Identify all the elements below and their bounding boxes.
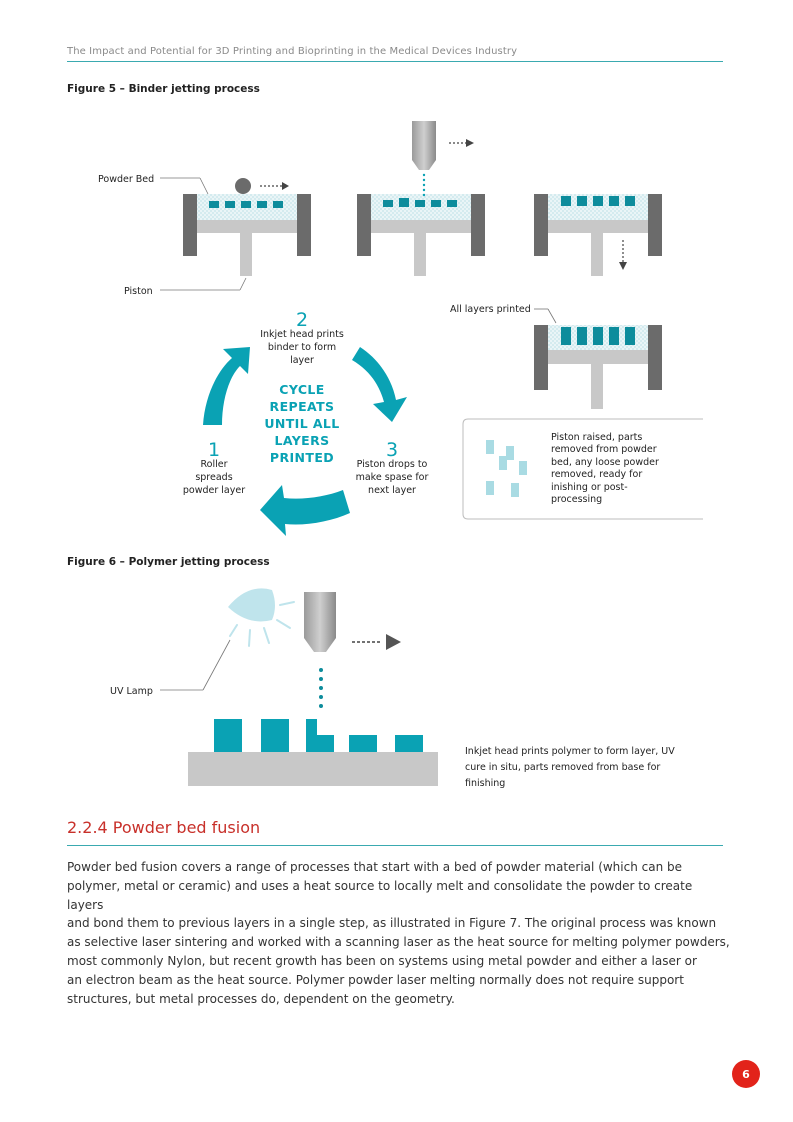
figure6-note-line1: Inkjet head prints polymer to form layer…	[465, 746, 675, 757]
powder-bed-label: Powder Bed	[98, 174, 154, 185]
step1-line3: powder layer	[183, 485, 245, 496]
body-line: and bond them to previous layers in a si…	[67, 916, 717, 931]
cycle-text-2: REPEATS	[270, 399, 335, 414]
powder-bed-machine-final	[534, 325, 662, 409]
figure6-caption: Figure 6 – Polymer jetting process	[67, 556, 270, 568]
step2-line1: Inkjet head prints	[260, 329, 344, 340]
final-note-line1: Piston raised, parts	[551, 432, 642, 443]
body-line: structures, but metal processes do, depe…	[67, 991, 455, 1006]
body-line: Powder bed fusion covers a range of proc…	[67, 860, 683, 874]
step2-line3: layer	[290, 355, 314, 366]
step3-line2: make spase for	[356, 472, 429, 483]
uv-lamp-icon	[228, 588, 295, 647]
body-line: an electron beam as the heat source. Pol…	[67, 972, 684, 987]
final-note-box	[462, 418, 703, 520]
figure6-note-line2: cure in situ, parts removed from base fo…	[465, 762, 660, 773]
powder-bed-machine-2	[357, 121, 485, 276]
inkjet-head-icon	[412, 121, 436, 170]
step1-line2: spreads	[195, 472, 232, 483]
body-line: most commonly Nylon, but recent growth h…	[67, 953, 697, 968]
header-rule	[67, 61, 723, 62]
section-rule	[67, 845, 723, 846]
page-number-badge: 6	[732, 1060, 760, 1088]
final-note-line6: processing	[551, 494, 602, 505]
cycle-text-3: UNTIL ALL	[264, 416, 339, 431]
final-note-line3: bed, any loose powder	[551, 457, 659, 468]
cycle-arrows	[203, 347, 407, 536]
step2-number: 2	[296, 309, 308, 331]
body-line: polymer, metal or ceramic) and uses a he…	[67, 878, 693, 912]
polymer-inkjet-head-icon	[304, 592, 401, 708]
piston-label: Piston	[124, 286, 153, 297]
body-line: as selective laser sintering and worked …	[67, 935, 730, 950]
step1-number: 1	[208, 439, 220, 461]
figure5-caption: Figure 5 – Binder jetting process	[67, 83, 260, 95]
step1-line1: Roller	[200, 459, 227, 470]
running-header: The Impact and Potential for 3D Printing…	[67, 46, 518, 57]
step3-line3: next layer	[368, 485, 416, 496]
final-note-line4: removed, ready for	[551, 469, 642, 480]
polymer-parts	[188, 719, 438, 786]
uv-lamp-label: UV Lamp	[110, 686, 153, 697]
step3-number: 3	[386, 439, 398, 461]
body-paragraph: Powder bed fusion covers a range of proc…	[67, 858, 731, 1008]
figures-svg: Powder Bed Piston	[98, 121, 703, 789]
step2-line2: binder to form	[268, 342, 336, 353]
all-layers-label: All layers printed	[450, 304, 531, 315]
section-title: 2.2.4 Powder bed fusion	[67, 818, 261, 837]
roller-icon	[235, 178, 251, 194]
figure6-note-line3: finishing	[465, 778, 505, 789]
cycle-text-4: LAYERS	[274, 433, 329, 448]
final-note-line5: inishing or post-	[551, 482, 628, 493]
final-note-line2: removed from powder	[551, 444, 657, 455]
cycle-text-1: CYCLE	[279, 382, 324, 397]
powder-bed-machine-1	[183, 178, 311, 276]
step3-line1: Piston drops to	[357, 459, 428, 470]
powder-bed-machine-3	[534, 194, 662, 276]
cycle-text-5: PRINTED	[270, 450, 334, 465]
